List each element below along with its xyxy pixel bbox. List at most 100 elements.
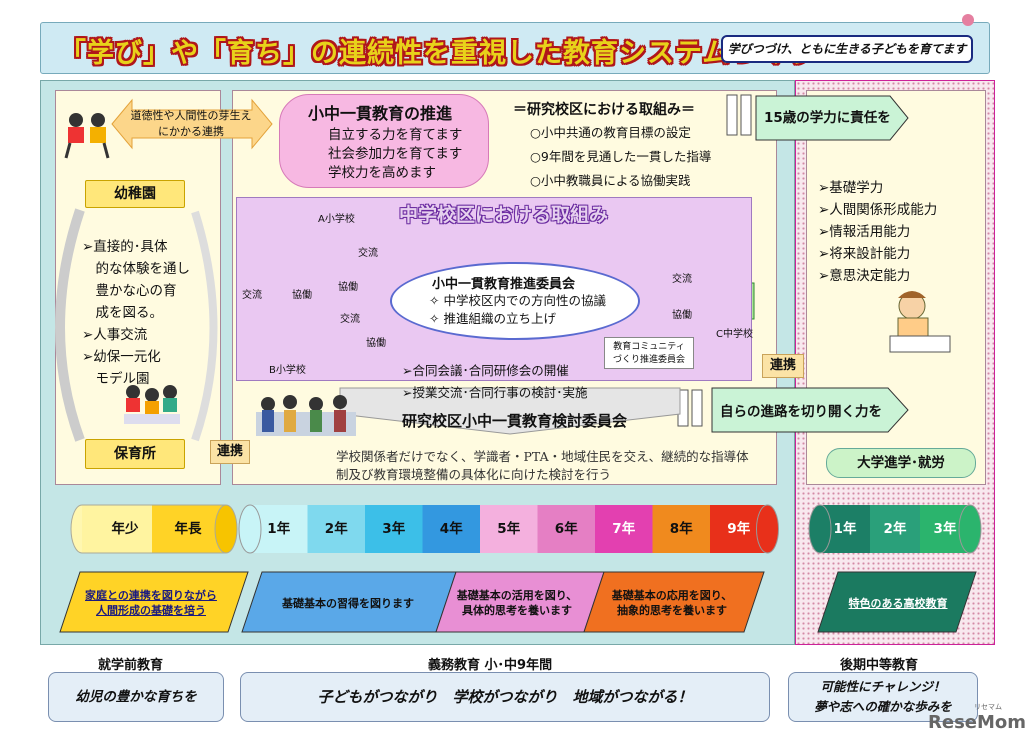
list-item: 的な体験を通し <box>82 261 190 277</box>
playing-children-icon <box>124 385 180 424</box>
list-item: ➢意思決定能力 <box>818 268 911 284</box>
joint-activities: ➢合同会議･合同研修会の開催 ➢授業交流･合同行事の検討･実施 <box>402 360 587 404</box>
grade-segment <box>652 505 710 553</box>
slogan-preschool: 幼児の豊かな育ちを <box>48 672 224 722</box>
stage-box-preschool <box>59 571 249 633</box>
kindergarten-label: 幼稚園 <box>85 180 185 208</box>
review-committee-title: 研究校区小中一貫教育検討委員会 <box>402 412 628 430</box>
renkei-tag-right: 連携 <box>762 354 804 378</box>
exchange-label: 交流 <box>242 290 262 301</box>
list-item: 豊かな心の育 <box>82 283 177 299</box>
list-item: モデル園 <box>82 371 150 387</box>
grade-label: 1年 <box>833 521 857 537</box>
studying-child-icon <box>889 291 951 353</box>
renkei-tag-left: 連携 <box>210 440 250 464</box>
list-item: 学校力を高めます <box>328 165 436 181</box>
grade-bar-cap <box>958 504 982 554</box>
list-item: ○小中共通の教育目標の設定 <box>530 125 691 140</box>
list-item: ✧ 中学校区内での方向性の協議 <box>429 293 606 308</box>
list-item: ○9年間を見通した一貫した指導 <box>530 149 712 164</box>
grade-bar-compulsory <box>238 504 779 554</box>
committee-title: 小中一貫教育推進委員会 <box>432 277 576 292</box>
grade-label: 2年 <box>883 521 907 537</box>
grade-segment <box>537 505 595 553</box>
career-path-goal: 自らの進路を切り開く力を <box>720 404 882 420</box>
exchange-label: 交流 <box>340 314 360 325</box>
stage-name-upper: 後期中等教育 <box>840 658 919 673</box>
grade-label: 8年 <box>669 521 693 537</box>
collab-label: 協働 <box>292 290 312 301</box>
research-items: ○小中共通の教育目標の設定 ○9年間を見通した一貫した指導 ○小中教職員による協… <box>530 121 711 193</box>
grade-segment <box>307 505 365 553</box>
school-b-label: B小学校 <box>269 365 306 376</box>
grade-label: 3年 <box>933 521 957 537</box>
grade-bar-cap <box>756 504 779 554</box>
children-icon <box>64 113 110 159</box>
grade-label: 年長 <box>174 521 202 537</box>
grade-label: 年少 <box>111 521 139 537</box>
school-a-label: A小学校 <box>318 214 355 225</box>
stage-name-compulsory: 義務教育 小･中9年間 <box>428 658 553 673</box>
community-committee-box: 教育コミュニティ づくり推進委員会 <box>604 337 694 369</box>
promotion-lines: 自立する力を育てます 社会参加力を育てます 学校力を高めます <box>328 126 462 183</box>
preschool-list: ➢直接的･具体 的な体験を通し 豊かな心の育 成を図る。 ➢人事交流 ➢幼保一元… <box>82 236 202 390</box>
list-item: ➢幼保一元化 <box>82 349 161 365</box>
exchange-label: 交流 <box>672 274 692 285</box>
subtitle-box: 学びつづけ、ともに生きる子どもを育てます <box>721 35 973 63</box>
committee-items: ✧ 中学校区内での方向性の協議 ✧ 推進組織の立ち上げ <box>429 292 606 328</box>
watermark-logo: ReseMom <box>928 712 1027 733</box>
list-item: 自立する力を育てます <box>328 127 463 143</box>
list-item: ➢情報活用能力 <box>818 224 911 240</box>
grade-label: 9年 <box>727 521 751 537</box>
college-employment-label: 大学進学･就労 <box>826 448 976 478</box>
grade-label: 6年 <box>554 521 578 537</box>
grade-label: 5年 <box>497 521 521 537</box>
slogan-upper: 可能性にチャレンジ！ 夢や志への確かな歩みを <box>788 672 978 722</box>
page-title: 「学び」や「育ち」の連続性を重視した教育システムづくり <box>59 38 815 69</box>
collab-label: 協働 <box>338 282 358 293</box>
review-committee-description: 学校関係者だけでなく、学識者・PTA・地域住民を交え、継続的な指導体制及び教育環… <box>336 449 749 482</box>
list-item: ➢人間関係形成能力 <box>818 202 938 218</box>
connection-arrow-label: 道徳性や人間性の芽生えにかかる連携 <box>130 109 252 138</box>
list-item: 成を図る。 <box>82 305 163 321</box>
grade-segment <box>595 505 653 553</box>
grade-label: 2年 <box>324 521 348 537</box>
connection-arrow-icon <box>111 98 273 150</box>
abilities-list: ➢基礎学力 ➢人間関係形成能力 ➢情報活用能力 ➢将来設計能力 ➢意思決定能力 <box>818 177 937 287</box>
bar-icon <box>726 94 738 136</box>
title-bar: 「学び」や「育ち」の連続性を重視した教育システムづくり 学びつづけ、ともに生きる… <box>40 22 990 74</box>
stage-advance-text: 基礎基本の応用を図り、 抽象的思考を養います <box>611 589 733 617</box>
stage-upper-text: 特色のある高校教育 <box>848 597 948 610</box>
collab-label: 協働 <box>672 310 692 321</box>
list-item: ✧ 推進組織の立ち上げ <box>429 311 556 326</box>
stage-basic-text: 基礎基本の習得を図ります <box>282 597 414 610</box>
list-item: ➢基礎学力 <box>818 180 884 196</box>
corner-dot <box>962 14 974 26</box>
grade-label: 7年 <box>612 521 636 537</box>
district-title: 中学校区における取組み <box>399 204 609 226</box>
promotion-title: 小中一貫教育の推進 <box>308 104 453 123</box>
stage-apply-text: 基礎基本の活用を図り、 具体的思考を養います <box>456 589 578 617</box>
research-title: ＝研究校区における取組み＝ <box>513 102 695 118</box>
grade-segment <box>480 505 538 553</box>
committee-ellipse <box>390 262 640 340</box>
grade-bar-upper <box>808 504 982 554</box>
list-item: ➢人事交流 <box>82 327 148 343</box>
stage-name-preschool: 就学前教育 <box>98 658 164 673</box>
collab-label: 協働 <box>366 338 386 349</box>
grade-label: 1年 <box>267 521 291 537</box>
list-item: ➢直接的･具体 <box>82 239 168 255</box>
cycle-arrow-icon <box>191 210 218 442</box>
meeting-people-icon <box>256 395 356 436</box>
promotion-bubble <box>279 94 489 188</box>
stage-box-advance <box>583 571 765 633</box>
list-item: ➢将来設計能力 <box>818 246 911 262</box>
grade-label: 4年 <box>439 521 463 537</box>
bar-icon <box>691 389 703 427</box>
watermark-sub: リセマム <box>974 703 1002 711</box>
grade-bar-cap <box>238 504 262 554</box>
stage-box-upper <box>817 571 977 633</box>
review-arrow-icon <box>339 387 681 435</box>
list-item: 社会参加力を育てます <box>328 146 463 162</box>
cycle-arrow-icon <box>55 208 85 442</box>
